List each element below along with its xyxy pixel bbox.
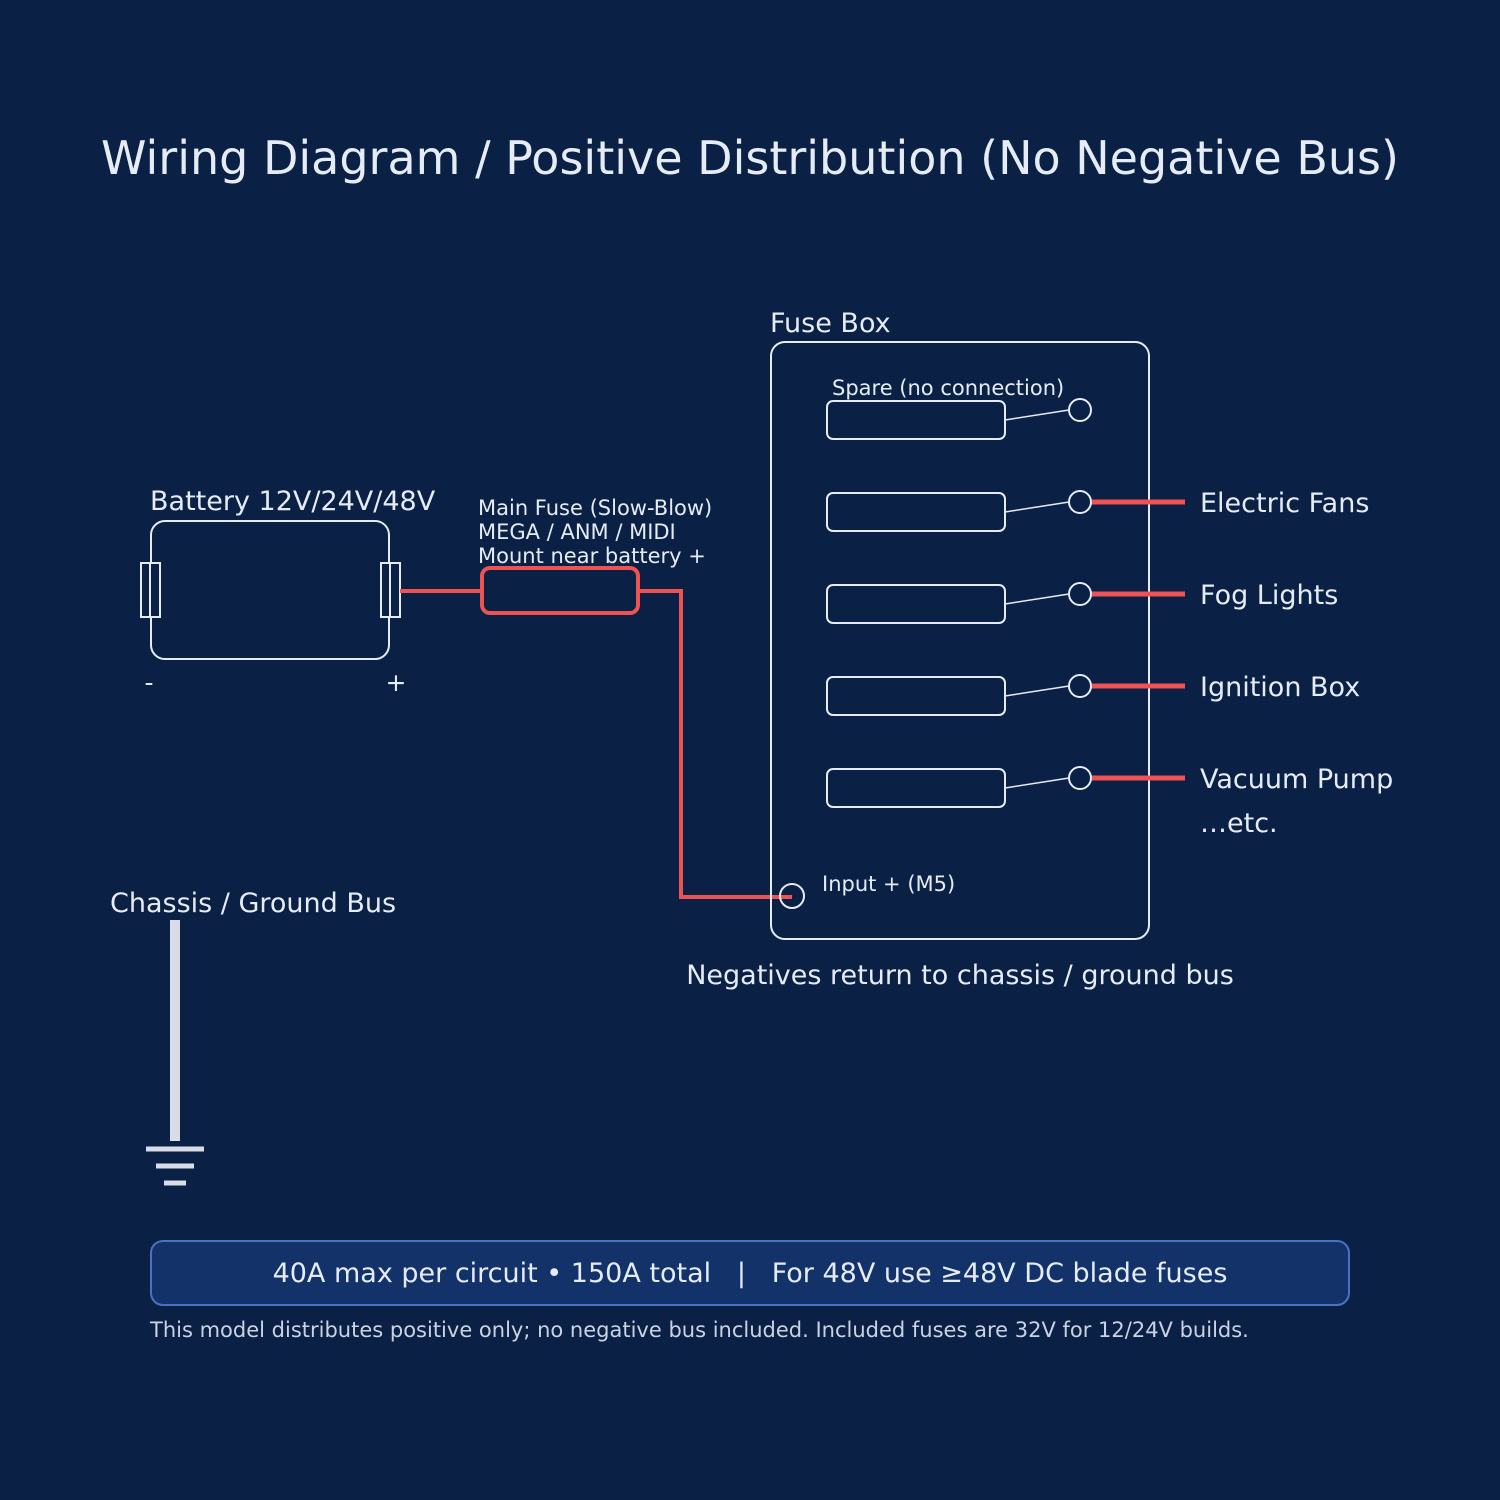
main-fuse-line-3: Mount near battery + (478, 544, 706, 568)
main-fuse-line-2: MEGA / ANM / MIDI (478, 520, 676, 544)
spec-banner-box (150, 1240, 1350, 1306)
circuit-label-electric-fans: Electric Fans (1200, 488, 1369, 519)
circuit-label-etc: …etc. (1200, 808, 1278, 839)
fuse-box-body (770, 341, 1150, 940)
positive-feed-wire (400, 589, 792, 899)
circuit-label-fog-lights: Fog Lights (1200, 580, 1338, 611)
battery: Battery 12V/24V/48V - + (140, 486, 436, 697)
ground-label: Chassis / Ground Bus (110, 888, 396, 919)
battery-negative-terminal (140, 562, 161, 618)
main-fuse: Main Fuse (Slow-Blow) MEGA / ANM / MIDI … (478, 496, 712, 615)
fuse-slot-electric-fans (826, 492, 1006, 532)
battery-negative-symbol: - (144, 668, 153, 697)
fuse-slot-lead-electric-fans (1004, 501, 1070, 513)
chassis-ground: Chassis / Ground Bus (110, 888, 396, 1186)
fuse-box-label: Fuse Box (770, 308, 891, 339)
battery-body (150, 520, 390, 660)
input-terminal (779, 883, 805, 909)
negatives-note: Negatives return to chassis / ground bus (686, 960, 1234, 991)
fuse-slot-lead-ignition-box (1004, 685, 1070, 697)
diagram-title: Wiring Diagram / Positive Distribution (… (101, 131, 1399, 185)
footnote: This model distributes positive only; no… (149, 1318, 1249, 1342)
fuse-terminal-fog-lights (1068, 582, 1092, 606)
ground-symbol-icon (146, 1146, 204, 1186)
fuse-slot-lead-spare-no-connection (1004, 409, 1070, 421)
spec-banner: 40A max per circuit • 150A total | For 4… (150, 1240, 1350, 1306)
circuit-label-vacuum-pump: Vacuum Pump (1200, 764, 1393, 795)
fuse-slot-spare-no-connection (826, 400, 1006, 440)
fuse-slot-ignition-box (826, 676, 1006, 716)
fuse-slot-vacuum-pump (826, 768, 1006, 808)
fuse-slot-lead-vacuum-pump (1004, 777, 1070, 789)
spare-slot-label: Spare (no connection) (832, 376, 1064, 400)
spec-banner-text: 40A max per circuit • 150A total | For 4… (273, 1258, 1228, 1289)
fuse-terminal-ignition-box (1068, 674, 1092, 698)
battery-positive-terminal (380, 562, 401, 618)
circuit-label-ignition-box: Ignition Box (1200, 672, 1360, 703)
circuit-labels: Electric Fans Fog Lights Ignition Box Va… (1200, 488, 1393, 839)
main-fuse-body (480, 566, 640, 615)
fuse-terminal-spare-no-connection (1068, 398, 1092, 422)
fuse-box: Fuse Box Spare (no connection) Input + (… (770, 308, 1185, 940)
fuse-slot-fog-lights (826, 584, 1006, 624)
battery-positive-symbol: + (386, 668, 407, 697)
battery-label: Battery 12V/24V/48V (150, 486, 436, 517)
main-fuse-line-1: Main Fuse (Slow-Blow) (478, 496, 712, 520)
fuse-terminal-vacuum-pump (1068, 766, 1092, 790)
fuse-terminal-electric-fans (1068, 490, 1092, 514)
fuse-slots (826, 398, 1185, 808)
fuse-slot-lead-fog-lights (1004, 593, 1070, 605)
input-terminal-label: Input + (M5) (822, 872, 955, 896)
